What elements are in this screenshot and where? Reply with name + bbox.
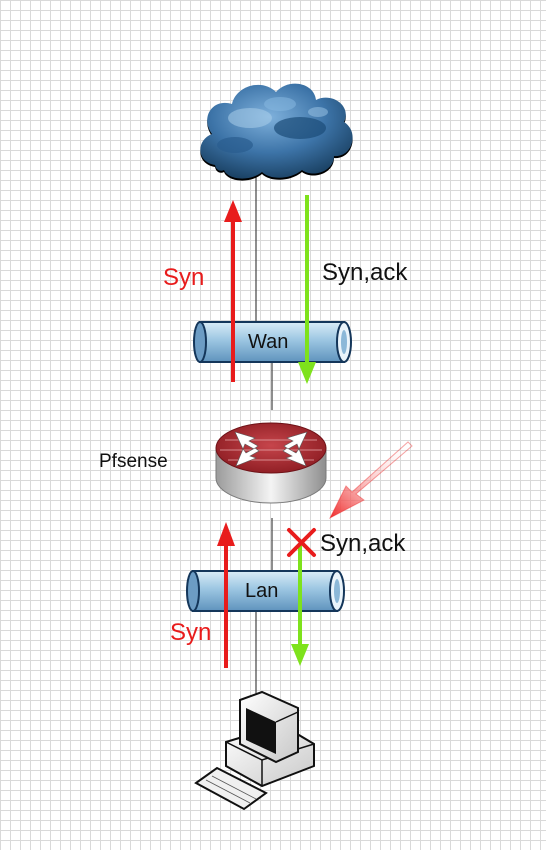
lan-syn-label: Syn	[170, 619, 212, 646]
lan-label: Lan	[245, 580, 279, 602]
wan-pipe-icon	[193, 321, 352, 363]
wan-syn-label: Syn	[163, 264, 205, 291]
workstation-icon	[194, 690, 315, 811]
connector-lines	[255, 175, 273, 700]
wan-synack-label: Syn,ack	[322, 259, 408, 286]
cloud-icon	[200, 83, 353, 181]
lan-synack-label: Syn,ack	[320, 530, 406, 557]
red-arrow-icon	[328, 441, 413, 520]
x-mark-icon	[287, 528, 316, 557]
pfsense-label: Pfsense	[99, 451, 168, 472]
lan-syn-arrow	[217, 522, 235, 668]
lan-pipe-icon	[186, 570, 345, 612]
wan-syn-arrow	[224, 200, 242, 382]
lan-synack-arrow	[291, 545, 309, 666]
wan-label: Wan	[248, 331, 289, 353]
wan-synack-arrow	[298, 195, 316, 384]
router-icon	[215, 422, 327, 504]
